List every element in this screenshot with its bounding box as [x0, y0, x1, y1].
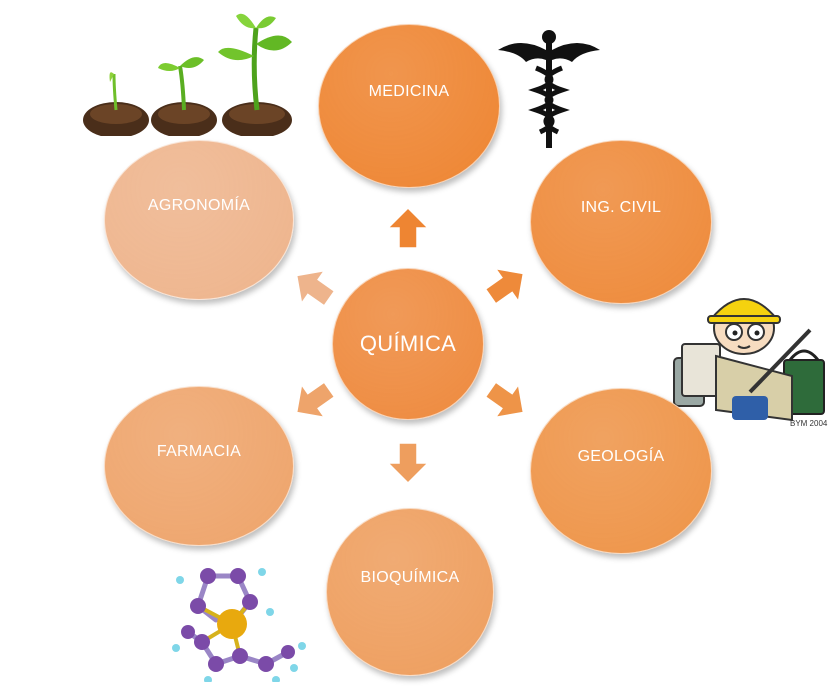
node-label: ING. CIVIL — [580, 199, 662, 216]
node-ing-civil: ING. CIVIL — [530, 140, 712, 304]
molecule-icon — [172, 568, 306, 682]
node-medicina: MEDICINA — [318, 24, 500, 188]
center-node-quimica: QUÍMICA — [332, 268, 484, 420]
arrow-down-bioquimica — [386, 442, 430, 485]
engineer-icon: BYM 2004 — [673, 298, 828, 428]
node-geologia: GEOLOGÍA — [530, 388, 712, 554]
node-bioquimica: BIOQUÍMICA — [326, 508, 494, 676]
node-label: FARMACIA — [156, 443, 242, 460]
caduceus-icon — [498, 30, 600, 148]
center-label: QUÍMICA — [359, 331, 457, 356]
seedlings-icon — [83, 13, 292, 136]
node-farmacia: FARMACIA — [104, 386, 294, 546]
arrow-up-medicina — [386, 206, 430, 249]
node-label: AGRONOMÍA — [147, 197, 251, 214]
node-label: MEDICINA — [368, 83, 450, 100]
node-label: GEOLOGÍA — [577, 448, 665, 465]
arrow-geologia — [484, 381, 525, 419]
node-agronomia: AGRONOMÍA — [104, 140, 294, 300]
arrow-ing-civil — [484, 267, 525, 305]
arrow-agronomia — [295, 269, 336, 307]
engineer-signature: BYM 2004 — [790, 419, 828, 428]
arrow-farmacia — [295, 381, 336, 419]
node-label: BIOQUÍMICA — [360, 569, 460, 586]
